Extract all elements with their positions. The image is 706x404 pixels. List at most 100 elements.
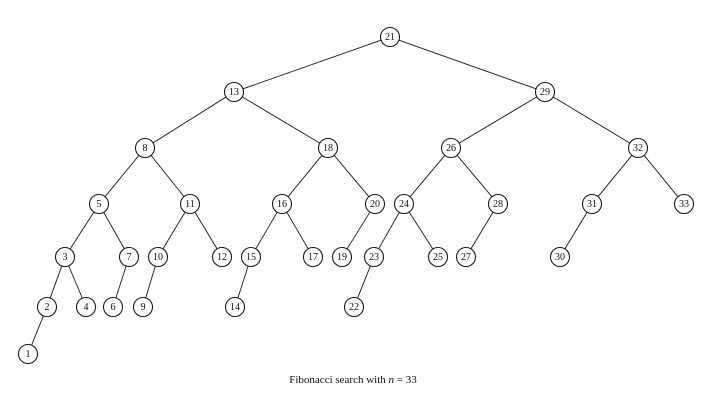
tree-edge-29-26: [458, 96, 538, 144]
node-label: 27: [461, 252, 471, 263]
tree-edge-5-3: [69, 211, 95, 250]
tree-edge-8-11: [150, 155, 185, 197]
tree-edge-11-10: [162, 211, 186, 250]
node-circle: [673, 193, 695, 215]
tree-edge-7-6: [115, 265, 127, 299]
tree-edge-26-24: [409, 154, 446, 198]
node-circle: [343, 296, 365, 318]
node-circle: [102, 296, 124, 318]
tree-node-3: 3: [54, 246, 76, 268]
tree-node-8: 8: [134, 137, 156, 159]
node-label: 31: [587, 199, 597, 210]
node-circle: [534, 81, 556, 103]
tree-node-19: 19: [331, 246, 353, 268]
node-circle: [549, 246, 571, 268]
node-circle: [134, 137, 156, 159]
tree-edge-3-4: [68, 265, 83, 299]
tree-nodes: 1234567891011121314151617181920212223242…: [17, 26, 695, 365]
node-circle: [331, 246, 353, 268]
tree-node-33: 33: [673, 193, 695, 215]
node-label: 16: [277, 199, 287, 210]
tree-node-28: 28: [487, 193, 509, 215]
tree-node-22: 22: [343, 296, 365, 318]
tree-edge-13-8: [152, 96, 227, 144]
tree-edge-32-33: [643, 155, 679, 197]
tree-edge-18-20: [333, 154, 370, 198]
tree-edge-23-22: [357, 265, 371, 299]
tree-edge-24-23: [378, 212, 400, 249]
node-circle: [379, 26, 401, 48]
node-circle: [211, 246, 233, 268]
node-label: 32: [633, 143, 643, 154]
tree-edge-32-31: [597, 155, 633, 197]
node-label: 3: [63, 252, 68, 263]
tree-edge-8-5: [104, 155, 140, 197]
tree-node-30: 30: [549, 246, 571, 268]
node-circle: [363, 246, 385, 268]
tree-edge-20-19: [346, 211, 371, 250]
tree-node-18: 18: [317, 137, 339, 159]
tree-node-23: 23: [363, 246, 385, 268]
node-label: 33: [679, 199, 689, 210]
node-circle: [75, 296, 97, 318]
node-label: 14: [230, 302, 240, 313]
node-circle: [36, 296, 58, 318]
tree-edge-10-9: [145, 265, 156, 299]
tree-edge-15-14: [237, 265, 249, 299]
tree-edge-11-12: [194, 211, 218, 250]
tree-node-13: 13: [223, 81, 245, 103]
node-label: 7: [127, 252, 132, 263]
caption-prefix: Fibonacci search with: [289, 374, 389, 386]
node-label: 23: [369, 252, 379, 263]
tree-edge-2-1: [31, 315, 44, 346]
tree-node-21: 21: [379, 26, 401, 48]
tree-edge-16-17: [286, 211, 309, 250]
tree-edge-26-28: [456, 154, 493, 198]
tree-node-2: 2: [36, 296, 58, 318]
node-label: 28: [493, 199, 503, 210]
node-circle: [487, 193, 509, 215]
tree-node-25: 25: [427, 246, 449, 268]
node-label: 9: [141, 302, 146, 313]
tree-node-4: 4: [75, 296, 97, 318]
tree-node-1: 1: [17, 343, 39, 365]
tree-edge-29-32: [552, 96, 631, 144]
tree-edge-28-27: [470, 211, 494, 250]
node-label: 8: [143, 143, 148, 154]
tree-node-5: 5: [88, 193, 110, 215]
tree-edge-5-7: [103, 212, 125, 249]
node-label: 24: [399, 199, 409, 210]
node-label: 21: [385, 32, 395, 43]
node-circle: [240, 246, 262, 268]
tree-node-17: 17: [302, 246, 324, 268]
node-circle: [132, 296, 154, 318]
node-label: 13: [229, 87, 239, 98]
tree-edge-31-30: [564, 211, 588, 250]
node-label: 11: [185, 199, 195, 210]
node-circle: [302, 246, 324, 268]
tree-node-32: 32: [627, 137, 649, 159]
node-circle: [147, 246, 169, 268]
node-label: 17: [308, 252, 318, 263]
tree-node-16: 16: [271, 193, 293, 215]
node-label: 19: [337, 252, 347, 263]
node-circle: [455, 246, 477, 268]
node-label: 22: [349, 302, 359, 313]
tree-edge-18-16: [287, 155, 323, 197]
node-label: 26: [446, 143, 456, 154]
node-circle: [627, 137, 649, 159]
node-circle: [179, 193, 201, 215]
node-label: 20: [370, 199, 380, 210]
tree-node-31: 31: [581, 193, 603, 215]
node-circle: [271, 193, 293, 215]
node-circle: [118, 246, 140, 268]
node-label: 2: [45, 302, 50, 313]
fibonacci-search-tree: 1234567891011121314151617181920212223242…: [17, 26, 695, 365]
tree-edge-3-2: [49, 265, 63, 299]
node-circle: [581, 193, 603, 215]
caption-variable: n: [388, 374, 395, 386]
node-circle: [393, 193, 415, 215]
node-label: 30: [555, 252, 565, 263]
tree-edge-16-15: [255, 211, 278, 250]
tree-node-24: 24: [393, 193, 415, 215]
